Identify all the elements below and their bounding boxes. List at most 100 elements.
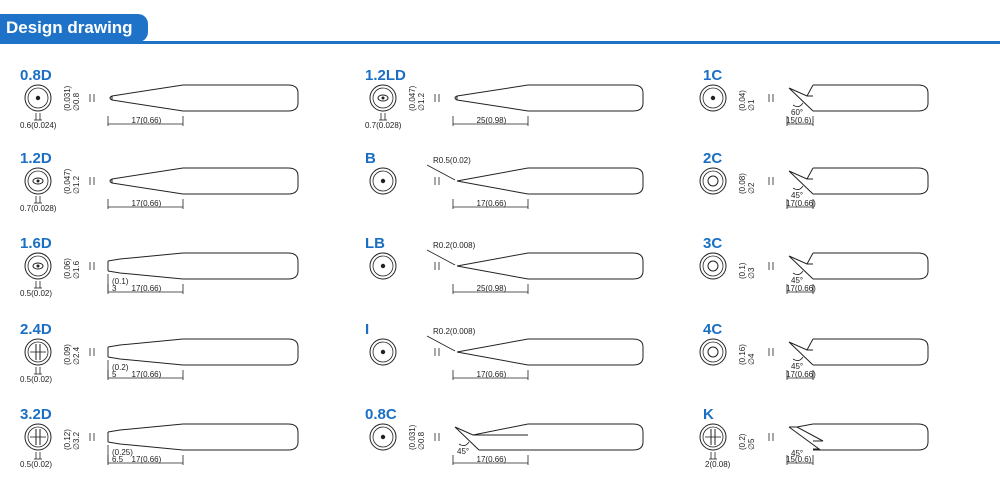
tip-name: 1.2D [20, 150, 52, 167]
tip-name: 1.2LD [365, 67, 406, 84]
header-tab [0, 14, 148, 42]
diameter-label: ∅1.2 [72, 175, 81, 194]
tip-body [183, 423, 299, 451]
tip-face-ring [707, 260, 719, 272]
tip-name: 4C [703, 321, 722, 338]
chisel-width-label: (0.2) [112, 363, 129, 372]
tip-face-outer [699, 167, 727, 195]
diameter-label: ∅1 [747, 99, 756, 111]
thickness-label: 0.5(0.02) [20, 375, 52, 384]
tip-face-point [380, 349, 386, 355]
length-label: 17(0.66) [132, 284, 162, 293]
chisel-width-label: (0.25) [112, 448, 133, 457]
diameter-label: ∅0.8 [72, 92, 81, 111]
angle-arc [792, 185, 804, 190]
tip-bevel [454, 423, 529, 451]
tip-face-inner [27, 170, 49, 192]
tip-body [528, 252, 644, 280]
diameter-label: (0.031) [63, 85, 72, 111]
length-label: 25(0.98) [477, 116, 507, 125]
tip-face-point [381, 96, 385, 100]
tip-face-outer [699, 84, 727, 112]
tip-face-inner [372, 255, 394, 277]
thickness-label: 0.5(0.02) [20, 289, 52, 298]
tip-name: 2C [703, 150, 722, 167]
tip-body [813, 167, 929, 195]
tip-face-inner [702, 426, 724, 448]
tip-face-point [380, 434, 386, 440]
tip-face-point [36, 264, 40, 268]
tip-drawing: 2C(0.08)∅245°17(0.66) [699, 150, 929, 209]
tip-face-outer [369, 423, 397, 451]
section-header: Design drawing [0, 0, 1000, 48]
length-label: 17(0.66) [477, 199, 507, 208]
tip-face-outer [699, 338, 727, 366]
tip-face-inner [372, 426, 394, 448]
tip-point [454, 95, 458, 101]
tip-taper [456, 84, 529, 112]
tip-name: 3.2D [20, 406, 52, 423]
tip-body [813, 423, 929, 451]
header-rule [0, 41, 1000, 44]
tip-drawing: 3C(0.1)∅345°17(0.66) [699, 235, 929, 294]
diameter-label: (0.031) [408, 424, 417, 450]
tip-body [183, 167, 299, 195]
tip-taper [111, 167, 184, 195]
length-label: 17(0.66) [477, 455, 507, 464]
tip-name: 1.6D [20, 235, 52, 252]
tip-face-outer [699, 423, 727, 451]
tip-drawing: 1C(0.04)∅160°15(0.6) [699, 67, 929, 126]
angle-label: 45° [457, 447, 469, 456]
angle-arc [792, 270, 804, 275]
tip-name: I [365, 321, 369, 338]
angle-arc [792, 102, 804, 107]
tip-face-inner [702, 341, 724, 363]
tip-face-outer [24, 167, 52, 195]
diameter-label: ∅3.2 [72, 431, 81, 450]
tip-name: 3C [703, 235, 722, 252]
radius-leader [426, 164, 456, 181]
tip-bevel [788, 167, 814, 195]
diameter-label: ∅0.8 [417, 431, 426, 450]
tip-face-point [380, 263, 386, 269]
tip-taper [107, 338, 184, 366]
tip-body [813, 338, 929, 366]
diameter-label: ∅2 [747, 182, 756, 194]
tip-name: 1C [703, 67, 722, 84]
radius-label: R0.2(0.008) [433, 327, 476, 336]
tip-drawing: 4C(0.16)∅445°17(0.66) [699, 321, 929, 380]
tip-face-inner [27, 87, 49, 109]
thickness-label: 0.7(0.028) [365, 121, 402, 130]
tip-taper [456, 167, 529, 195]
tip-face-inner [702, 170, 724, 192]
chisel-depth-label: 3 [112, 284, 117, 293]
diameter-label: ∅1.6 [72, 260, 81, 279]
tip-taper [107, 423, 184, 451]
length-label: 17(0.66) [132, 370, 162, 379]
diameter-label: (0.16) [738, 344, 747, 365]
tip-point [109, 95, 113, 101]
tip-name: 0.8C [365, 406, 397, 423]
tip-face-ring [707, 346, 719, 358]
angle-label: 45° [791, 276, 803, 285]
length-label: 17(0.66) [786, 199, 816, 208]
tip-face-outer [24, 84, 52, 112]
diameter-label: (0.2) [738, 433, 747, 450]
tip-drawing: K2(0.08)(0.2)∅545°15(0.6) [699, 406, 929, 469]
tip-face-outer [369, 84, 397, 112]
tip-taper [111, 84, 184, 112]
tip-face-eye [377, 94, 389, 102]
tip-drawing: 3.2D0.5(0.02)(0.12)∅3.217(0.66)(0.25)6.5 [20, 406, 299, 469]
angle-arc [458, 441, 470, 446]
diameter-label: ∅2.4 [72, 346, 81, 365]
tip-face-point [35, 95, 41, 101]
tip-bevel [788, 252, 814, 280]
length-label: 25(0.98) [477, 284, 507, 293]
diameter-label: ∅5 [747, 438, 756, 450]
tip-name: 2.4D [20, 321, 52, 338]
tip-face-inner [372, 87, 394, 109]
